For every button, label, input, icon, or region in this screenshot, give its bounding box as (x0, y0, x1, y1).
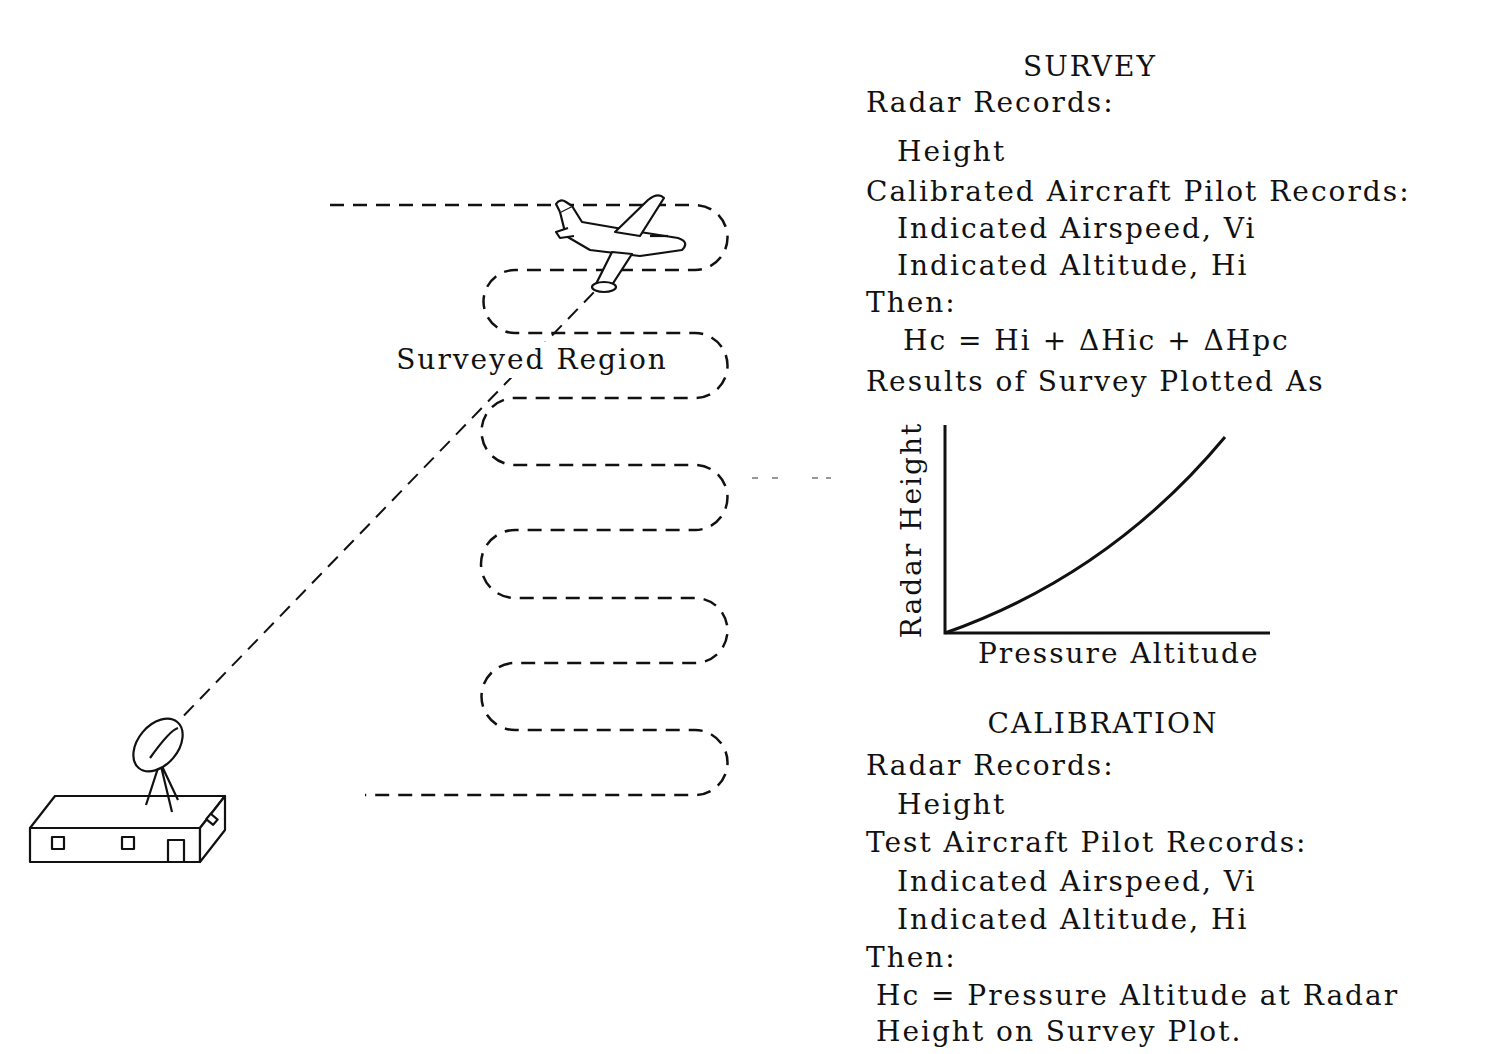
label-slot: Indicated Altitude, Hi (897, 902, 1248, 938)
radar-station (30, 709, 225, 862)
note-text: Indicated Altitude, Hi (897, 902, 1248, 938)
label-slot: SURVEY (1023, 49, 1157, 85)
note-text: Results of Survey Plotted As (866, 364, 1325, 400)
flight-path (330, 205, 728, 795)
note-text: Radar Records: (866, 85, 1115, 121)
axis-label: Radar Height (894, 422, 930, 638)
note-text: Test Aircraft Pilot Records: (866, 825, 1308, 861)
label-slot: Radar Records: (866, 748, 1115, 784)
label-slot: Hc = Pressure Altitude at Radar Height o… (876, 978, 1476, 1050)
label-slot: Radar Records: (866, 85, 1115, 121)
note-text: Indicated Airspeed, Vi (897, 864, 1256, 900)
label-slot: Height (897, 134, 1006, 170)
section-heading: SURVEY (1023, 49, 1157, 85)
axis-label: Pressure Altitude (978, 636, 1260, 672)
note-text: Then: (866, 285, 957, 321)
label-slot: Then: (866, 285, 957, 321)
label-slot: Calibrated Aircraft Pilot Records: (866, 174, 1411, 210)
label-slot: Height (897, 787, 1006, 823)
note-text: Calibrated Aircraft Pilot Records: (866, 174, 1411, 210)
label-slot: Indicated Airspeed, Vi (897, 211, 1256, 247)
label-slot: Pressure Altitude (978, 636, 1260, 672)
note-text: Then: (866, 940, 957, 976)
region-label: Surveyed Region (396, 342, 668, 378)
equation-text: Hc = Hi + ΔHic + ΔHpc (903, 323, 1290, 359)
note-text: Height (897, 134, 1006, 170)
label-slot: Hc = Hi + ΔHic + ΔHpc (903, 323, 1290, 359)
note-text: Indicated Airspeed, Vi (897, 211, 1256, 247)
note-text: Height (897, 787, 1006, 823)
label-slot: Test Aircraft Pilot Records: (866, 825, 1308, 861)
label-slot: Indicated Altitude, Hi (897, 248, 1248, 284)
note-text: Hc = Pressure Altitude at Radar Height o… (876, 978, 1476, 1050)
stray-marks (752, 477, 831, 479)
label-slot: CALIBRATION (988, 706, 1219, 742)
label-slot: Radar Height (894, 422, 930, 638)
note-text: Indicated Altitude, Hi (897, 248, 1248, 284)
airplane (556, 195, 685, 292)
label-slot: Indicated Airspeed, Vi (897, 864, 1256, 900)
label-slot: Results of Survey Plotted As (866, 364, 1325, 400)
note-text: Radar Records: (866, 748, 1115, 784)
section-heading: CALIBRATION (988, 706, 1219, 742)
label-slot: Then: (866, 940, 957, 976)
label-slot: Surveyed Region (396, 342, 668, 378)
survey-plot (945, 425, 1270, 633)
